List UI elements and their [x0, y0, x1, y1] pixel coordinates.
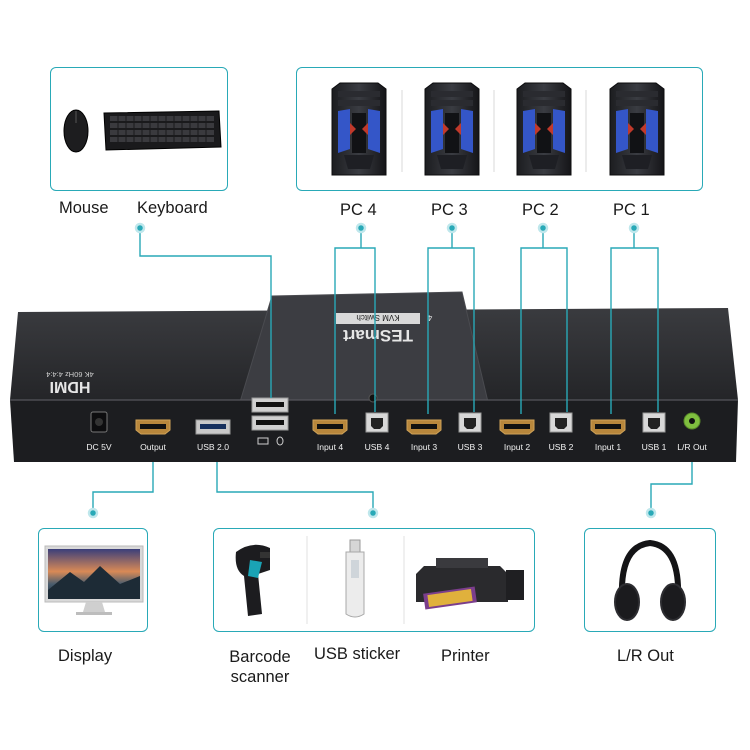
mouse-port-icon [276, 436, 284, 446]
port-label-input2: Input 2 [504, 442, 531, 452]
label-barcode-line2: scanner [230, 668, 290, 686]
printer-image [416, 558, 524, 610]
usb2-port [549, 412, 573, 433]
audio-out-port [683, 412, 701, 430]
label-barcode-line1: Barcode [229, 648, 291, 666]
port-label-usb20: USB 2.0 [197, 442, 229, 452]
device-spec-mark: HDMI 4K 60Hz 4:4:4 [46, 370, 94, 395]
port-label-input3: Input 3 [411, 442, 438, 452]
port-label-usb2: USB 2 [549, 442, 574, 452]
connection-lines [92, 228, 693, 512]
screw-hole [368, 393, 378, 403]
brand-text: TESmart [343, 326, 413, 345]
port-label-input4: Input 4 [317, 442, 344, 452]
pc1-image [609, 82, 665, 176]
pc3-image [424, 82, 480, 176]
device-brand-mark: TESmart KVM Switch 4 [336, 313, 432, 345]
usb-stick-image [345, 539, 365, 618]
spec-text: 4K 60Hz 4:4:4 [46, 370, 94, 379]
label-barcode-scanner: Barcode scanner [222, 647, 298, 687]
model-number-text: 4 [427, 313, 432, 322]
port-label-usb4: USB 4 [365, 442, 390, 452]
label-usb-sticker: USB sticker [314, 645, 401, 663]
label-pc3: PC 3 [431, 201, 468, 219]
hdmi-input2-port [499, 419, 535, 435]
label-pc2: PC 2 [522, 201, 559, 219]
headphone-box [584, 528, 716, 632]
usb3-port [458, 412, 482, 433]
monitor-image [44, 545, 144, 615]
hdmi-input1-port [590, 419, 626, 435]
port-label-dc: DC 5V [86, 442, 112, 452]
hdmi-logo-text: HDMI [50, 378, 91, 395]
model-text: KVM Switch [356, 313, 399, 322]
label-keyboard: Keyboard [137, 199, 208, 217]
keyboard-port-icon [257, 437, 269, 445]
dc-port [90, 411, 108, 433]
headphones-image [614, 539, 686, 621]
mouse-image [63, 109, 89, 153]
port-label-output: Output [140, 442, 166, 452]
usb-keyboard-mouse-ports [251, 397, 289, 446]
hdmi-output-port [135, 419, 171, 435]
pc4-image [331, 82, 387, 176]
label-mouse: Mouse [59, 199, 109, 217]
label-pc4: PC 4 [340, 201, 377, 219]
port-label-usb1: USB 1 [642, 442, 667, 452]
label-pc1: PC 1 [613, 201, 650, 219]
hdmi-input3-port [406, 419, 442, 435]
pc2-image [516, 82, 572, 176]
port-label-usb3: USB 3 [458, 442, 483, 452]
hdmi-input4-port [312, 419, 348, 435]
usb4-port [365, 412, 389, 433]
label-printer: Printer [441, 647, 490, 665]
port-label-lrout: L/R Out [677, 442, 707, 452]
keyboard-image [103, 110, 222, 151]
label-display: Display [58, 647, 113, 665]
usb20-port [195, 419, 231, 435]
usb1-port [642, 412, 666, 433]
label-lr-out: L/R Out [617, 647, 674, 665]
connector-dots [87, 222, 657, 519]
port-label-input1: Input 1 [595, 442, 622, 452]
barcode-scanner-image [235, 544, 270, 616]
